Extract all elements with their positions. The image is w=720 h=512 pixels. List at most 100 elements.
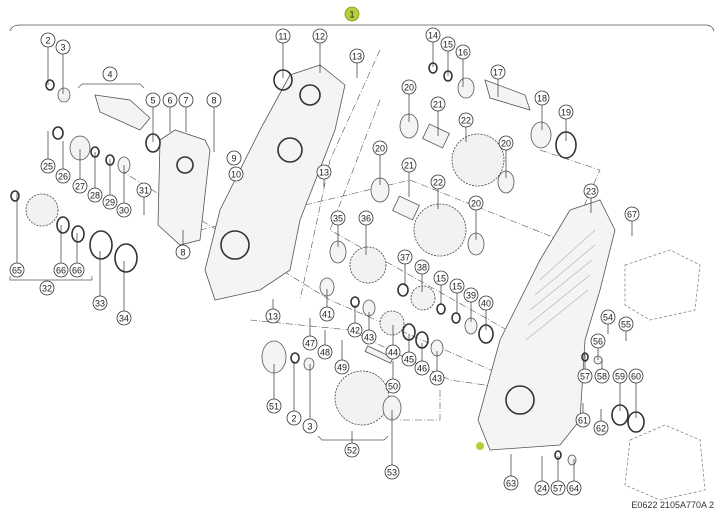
part-callout[interactable]: 61	[575, 403, 591, 428]
callout-circle	[55, 168, 71, 184]
gear	[413, 203, 467, 257]
part-callout[interactable]: 16	[455, 44, 471, 87]
part-callout[interactable]: 57	[577, 354, 593, 384]
part-callout[interactable]: 34	[116, 261, 132, 326]
part-callout[interactable]: 13	[316, 164, 332, 187]
part-callout[interactable]: 26	[55, 141, 71, 184]
part-callout[interactable]: 13	[349, 48, 365, 78]
part-callout[interactable]: 2	[286, 361, 302, 426]
part-callout[interactable]: 36	[358, 210, 374, 255]
part-callout[interactable]: 51	[266, 364, 282, 414]
housing-bore	[277, 137, 303, 163]
part-callout[interactable]: 15	[433, 270, 449, 305]
callout-number: 60	[631, 372, 641, 382]
part-callout[interactable]: 31	[136, 182, 152, 215]
part-callout[interactable]: 6	[162, 92, 178, 132]
part-callout[interactable]: 33	[92, 251, 108, 311]
part-callout[interactable]: 55	[618, 316, 634, 341]
part-callout[interactable]: 4	[102, 66, 118, 82]
part-callout[interactable]: 17	[490, 64, 506, 97]
part-callout[interactable]: 18	[534, 90, 550, 130]
part-callout[interactable]: 19	[558, 104, 574, 141]
part-callout[interactable]: 37	[397, 249, 413, 286]
part-callout[interactable]: 41	[319, 289, 335, 322]
part-callout[interactable]: 20	[401, 79, 417, 122]
callout-number: 49	[337, 363, 347, 373]
housing-bore	[299, 84, 321, 106]
part-callout[interactable]: 21	[401, 157, 417, 197]
part-callout[interactable]: 40	[478, 295, 494, 330]
part-callout[interactable]: 66	[69, 233, 85, 278]
part-callout[interactable]: 39	[463, 287, 479, 322]
part-callout[interactable]: 24	[534, 456, 550, 496]
part-callout[interactable]: 43	[429, 351, 445, 386]
part-callout[interactable]: 48	[317, 330, 333, 360]
part-callout[interactable]: 3	[55, 39, 71, 94]
part-callout[interactable]: 65	[9, 193, 25, 278]
part-callout[interactable]: 57	[550, 456, 566, 496]
part-callout[interactable]: 25	[40, 131, 56, 174]
part-callout[interactable]: 13	[265, 299, 281, 324]
part-callout[interactable]: 23	[583, 183, 599, 213]
assembly-callout[interactable]: 1	[344, 6, 360, 22]
callout-number: 54	[603, 313, 613, 323]
part-callout[interactable]: 44	[385, 325, 401, 360]
part-callout[interactable]: 32	[39, 280, 55, 296]
part-callout[interactable]: 20	[468, 195, 484, 240]
part-callout[interactable]: 3	[302, 364, 318, 434]
part-callout[interactable]: 22	[430, 174, 446, 209]
part-callout[interactable]: 9	[226, 150, 242, 166]
part-callout[interactable]: 15	[449, 278, 465, 313]
part-callout[interactable]: 52	[344, 431, 360, 458]
part-callout[interactable]: 29	[102, 159, 118, 210]
callout-number: 36	[361, 214, 371, 224]
part-callout[interactable]: 2	[40, 32, 56, 85]
part-callout[interactable]: 28	[87, 152, 103, 203]
part-callout[interactable]: 22	[458, 112, 474, 142]
part-callout[interactable]: 12	[312, 28, 328, 73]
callout-circle	[316, 164, 332, 180]
part-callout[interactable]: 8	[206, 92, 222, 152]
callout-number: 20	[501, 139, 511, 149]
part-callout[interactable]: 14	[425, 27, 441, 67]
part-callout[interactable]: 56	[590, 333, 606, 360]
callout-number: 9	[231, 154, 236, 164]
callout-circle	[9, 262, 25, 278]
part-callout[interactable]: 21	[430, 96, 446, 136]
part-callout[interactable]: 50	[385, 361, 401, 394]
part-callout[interactable]: 42	[347, 305, 363, 338]
part-callout[interactable]: 47	[302, 318, 318, 351]
callout-circle	[618, 316, 634, 332]
drawing-number: E0622 2105A770A 2	[631, 500, 714, 510]
part-callout[interactable]: 7	[178, 92, 194, 132]
part-callout[interactable]: 49	[334, 340, 350, 375]
part-callout[interactable]: 53	[384, 410, 400, 480]
part-callout[interactable]: 60	[628, 368, 644, 418]
part-callout[interactable]: 58	[594, 359, 610, 384]
part-callout[interactable]: 15	[440, 36, 456, 76]
part-callout[interactable]: 45	[401, 334, 417, 367]
part-callout[interactable]: 20	[498, 135, 514, 178]
gear	[334, 370, 390, 426]
part-callout[interactable]: 10	[228, 166, 244, 182]
part-callout[interactable]: 30	[116, 165, 132, 218]
part-callout[interactable]: 46	[414, 343, 430, 376]
part-callout[interactable]: 63	[503, 454, 519, 491]
part-callout[interactable]: 38	[414, 259, 430, 292]
output-shaft	[484, 79, 531, 111]
part-callout[interactable]: 8	[175, 230, 191, 260]
callout-number: 21	[404, 161, 414, 171]
part-callout[interactable]: 11	[275, 28, 291, 78]
part-callout[interactable]: 66	[53, 225, 69, 278]
part-callout[interactable]: 27	[72, 149, 88, 194]
part-callout[interactable]: 20	[372, 140, 388, 185]
sleeve	[392, 195, 420, 221]
part-callout[interactable]: 5	[145, 92, 161, 142]
part-callout[interactable]: 62	[593, 409, 609, 436]
part-callout[interactable]: 64	[566, 459, 582, 496]
part-callout[interactable]: 59	[612, 368, 628, 411]
part-callout[interactable]: 67	[624, 206, 640, 236]
part-callout[interactable]: 43	[361, 312, 377, 345]
part-callout[interactable]: 54	[600, 309, 616, 334]
part-callout[interactable]: 35	[330, 210, 346, 247]
